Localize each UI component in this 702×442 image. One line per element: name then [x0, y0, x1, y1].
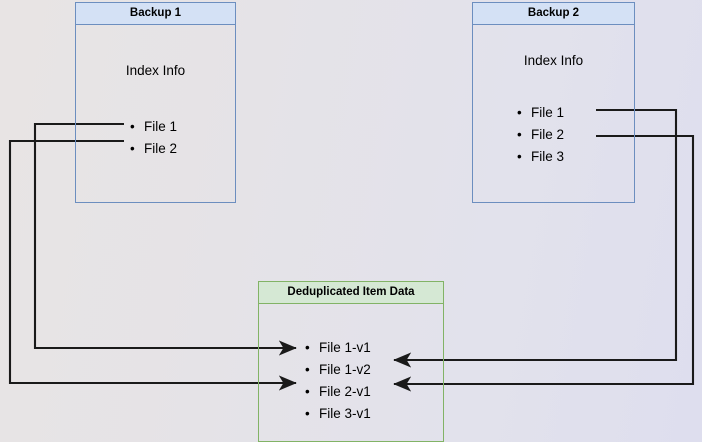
- backup-1-file-list: File 1 File 2: [128, 116, 177, 160]
- backup-2-box[interactable]: Backup 2 Index Info File 1 File 2 File 3: [472, 2, 635, 203]
- list-item[interactable]: File 3: [515, 146, 564, 168]
- list-item[interactable]: File 1: [515, 102, 564, 124]
- backup-2-header: Backup 2: [473, 3, 634, 25]
- deduplicated-file-list: File 1-v1 File 1-v2 File 2-v1 File 3-v1: [303, 337, 371, 425]
- list-item[interactable]: File 1: [128, 116, 177, 138]
- deduplicated-item-data-header: Deduplicated Item Data: [259, 282, 443, 304]
- list-item[interactable]: File 3-v1: [303, 403, 371, 425]
- list-item[interactable]: File 2-v1: [303, 381, 371, 403]
- backup-2-file-list: File 1 File 2 File 3: [515, 102, 564, 168]
- backup-1-subtitle: Index Info: [125, 63, 186, 78]
- list-item[interactable]: File 1-v1: [303, 337, 371, 359]
- list-item[interactable]: File 2: [128, 138, 177, 160]
- list-item[interactable]: File 2: [515, 124, 564, 146]
- backup-1-box[interactable]: Backup 1 Index Info File 1 File 2: [75, 2, 236, 203]
- backup-1-header: Backup 1: [76, 3, 235, 25]
- deduplicated-item-data-box[interactable]: Deduplicated Item Data File 1-v1 File 1-…: [258, 281, 444, 442]
- list-item[interactable]: File 1-v2: [303, 359, 371, 381]
- backup-2-subtitle: Index Info: [523, 53, 584, 68]
